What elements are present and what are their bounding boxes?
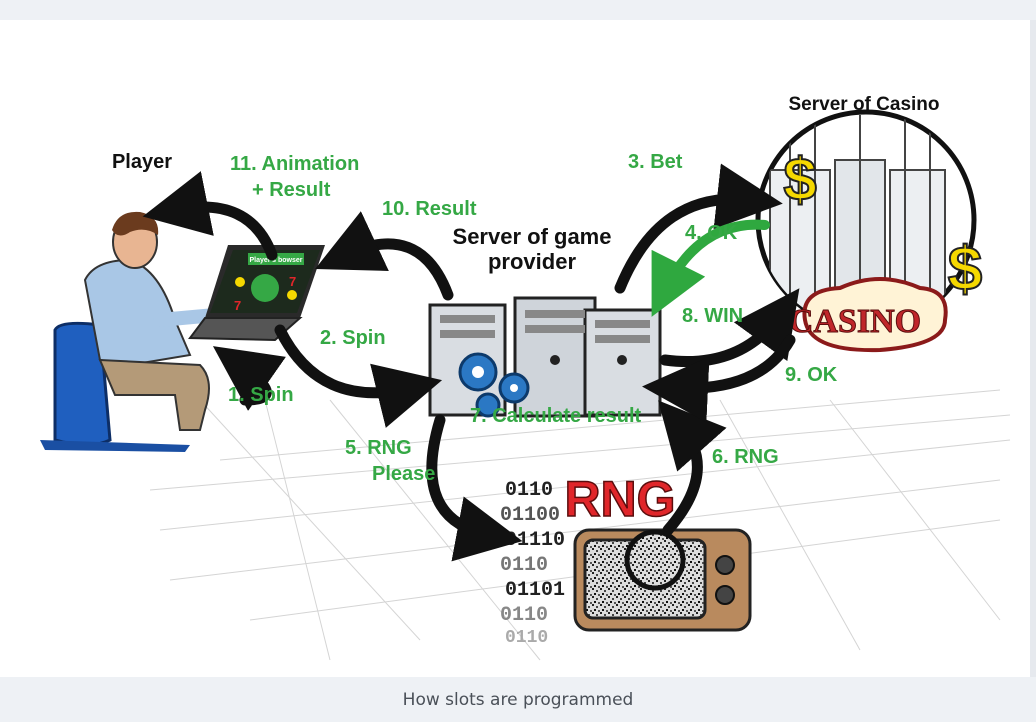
arrow-step-1 xyxy=(212,346,286,411)
step-5-label-line2: Please xyxy=(372,463,435,485)
game-provider-servers xyxy=(428,296,662,418)
figure-caption-bar: How slots are programmed xyxy=(0,677,1036,722)
step-2-label: 2. Spin xyxy=(320,327,386,349)
step-5-label-line1: 5. RNG xyxy=(345,437,412,459)
binary-line: 01100 xyxy=(500,504,560,527)
step-11-label-line1: 11. Animation xyxy=(230,153,359,175)
casino-server: CASINO $ $ xyxy=(755,109,983,353)
player-trousers xyxy=(98,358,210,431)
arrow-step-4 xyxy=(651,219,770,317)
arrow-step-5 xyxy=(426,414,523,562)
step-3-label: 3. Bet xyxy=(628,151,683,173)
dollar-icon: $ xyxy=(783,146,816,213)
arrow-step-11 xyxy=(142,171,278,261)
laptop: Player's bowser 7 7 xyxy=(188,245,325,342)
casino-sign-text: CASINO xyxy=(789,303,921,340)
player-figure xyxy=(40,211,222,452)
dollar-icon: $ xyxy=(948,235,982,304)
arrow-step-9 xyxy=(642,334,796,423)
casino-server-title: Server of Casino xyxy=(789,94,940,115)
svg-text:7: 7 xyxy=(234,298,241,313)
step-7-label: 7. Calculate result xyxy=(470,405,642,427)
player-title: Player xyxy=(112,151,172,173)
binary-line: 0110 xyxy=(505,479,553,502)
rng-label: RNG xyxy=(564,471,675,527)
rng-tv: RNG 0110 01100 01110 0110 01101 0110 011… xyxy=(500,470,752,648)
arrow-step-6 xyxy=(658,400,727,536)
provider-title-line2: provider xyxy=(488,249,576,274)
step-8-label: 8. WIN xyxy=(682,305,743,327)
scrollbar[interactable] xyxy=(1030,20,1036,677)
binary-line: 01101 xyxy=(505,579,565,602)
binary-line: 01110 xyxy=(505,529,565,552)
gear-icon xyxy=(475,392,501,418)
step-4-label: 4. OK xyxy=(685,222,738,244)
step-6-label: 6. RNG xyxy=(712,446,779,468)
flow-arrows xyxy=(142,163,800,562)
binary-line: 0110 xyxy=(505,628,548,648)
step-9-label: 9. OK xyxy=(785,364,838,386)
arrow-step-3 xyxy=(614,163,783,294)
step-1-label: 1. Spin xyxy=(228,384,294,406)
diagram-figure: Player's bowser 7 7 CASINO $ $ xyxy=(0,20,1030,677)
svg-text:7: 7 xyxy=(289,274,296,289)
binary-line: 0110 xyxy=(500,604,548,627)
arrow-step-10 xyxy=(315,211,454,301)
provider-title-line1: Server of game xyxy=(453,224,612,249)
slot-flow-diagram: Player's bowser 7 7 CASINO $ $ xyxy=(40,94,1011,661)
binary-stream: 0110 01100 01110 0110 01101 0110 0110 xyxy=(500,479,565,648)
step-11-label-line2: + Result xyxy=(252,179,331,201)
figure-caption: How slots are programmed xyxy=(402,689,634,710)
chair-base xyxy=(40,440,190,452)
casino-sign xyxy=(802,277,948,353)
arrow-step-2 xyxy=(274,324,443,428)
laptop-screen-title: Player's bowser xyxy=(249,257,302,264)
step-10-label: 10. Result xyxy=(382,198,477,220)
binary-line: 0110 xyxy=(500,554,548,577)
